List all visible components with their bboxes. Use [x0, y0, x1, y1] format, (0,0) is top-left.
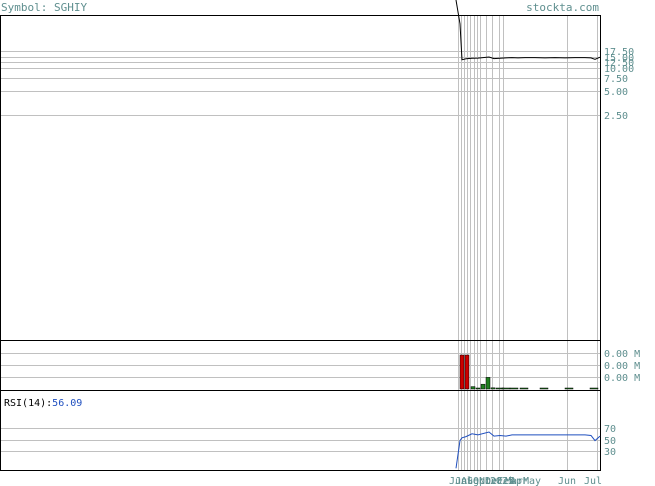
volume-bar — [490, 387, 496, 390]
x-axis-month-label: Nov — [479, 476, 497, 486]
volume-tick-label: 0.00 M — [604, 361, 640, 372]
x-axis-month-label: Sep — [467, 476, 485, 486]
volume-bar — [539, 387, 549, 390]
volume-tick-label: 0.00 M — [604, 373, 640, 384]
x-axis-month-label: Aug — [461, 476, 479, 486]
volume-bar — [509, 387, 519, 390]
volume-bar — [485, 377, 491, 390]
volume-bar — [501, 387, 511, 390]
price-panel-frame — [0, 15, 601, 341]
rsi-tick-label: 50 — [604, 436, 616, 447]
x-axis-month-label: May — [523, 476, 541, 486]
symbol-label: Symbol: SGHIY — [1, 1, 88, 14]
rsi-tick-label: 70 — [604, 424, 616, 435]
x-axis-month-label: Jun — [449, 476, 467, 486]
rsi-current-value: 56.09 — [52, 398, 82, 409]
rsi-line — [455, 431, 601, 469]
price-line — [455, 0, 601, 61]
x-axis-month-label: Oct — [473, 476, 491, 486]
rsi-label-prefix: RSI(14): — [4, 398, 52, 409]
x-axis-month-label: Apr — [510, 476, 528, 486]
price-tick-label: 10.00 — [604, 64, 634, 75]
volume-bar — [475, 387, 481, 390]
price-tick-label: 2.50 — [604, 111, 628, 122]
price-tick-label: 17.50 — [604, 47, 634, 58]
x-axis-month-label: Mar — [505, 476, 523, 486]
volume-bar — [519, 387, 529, 390]
x-axis-month-label: Jun — [558, 476, 576, 486]
x-axis-month-label: Jul — [584, 476, 602, 486]
volume-bar — [470, 386, 476, 390]
volume-bar — [480, 383, 486, 390]
volume-bar — [459, 354, 465, 390]
volume-bar — [564, 387, 574, 390]
volume-bar — [464, 354, 470, 390]
volume-panel: 0.00 M0.00 M0.00 M — [0, 340, 640, 391]
volume-tick-label: 0.00 M — [604, 349, 640, 360]
volume-bar — [589, 387, 599, 390]
x-axis-month-label: Feb — [497, 476, 515, 486]
site-name: stockta.com — [526, 1, 599, 14]
x-axis-month-label: 2025 — [490, 476, 514, 486]
x-axis-month-label: Dec — [485, 476, 503, 486]
x-axis-month-label: Jul — [455, 476, 473, 486]
price-tick-label: 12.50 — [604, 58, 634, 69]
rsi-label: RSI(14):56.09 — [4, 398, 82, 409]
rsi-tick-label: 30 — [604, 447, 616, 458]
price-tick-label: 15.00 — [604, 53, 634, 64]
rsi-panel-frame — [0, 390, 601, 471]
price-tick-label: 5.00 — [604, 87, 628, 98]
price-tick-label: 7.50 — [604, 74, 628, 85]
